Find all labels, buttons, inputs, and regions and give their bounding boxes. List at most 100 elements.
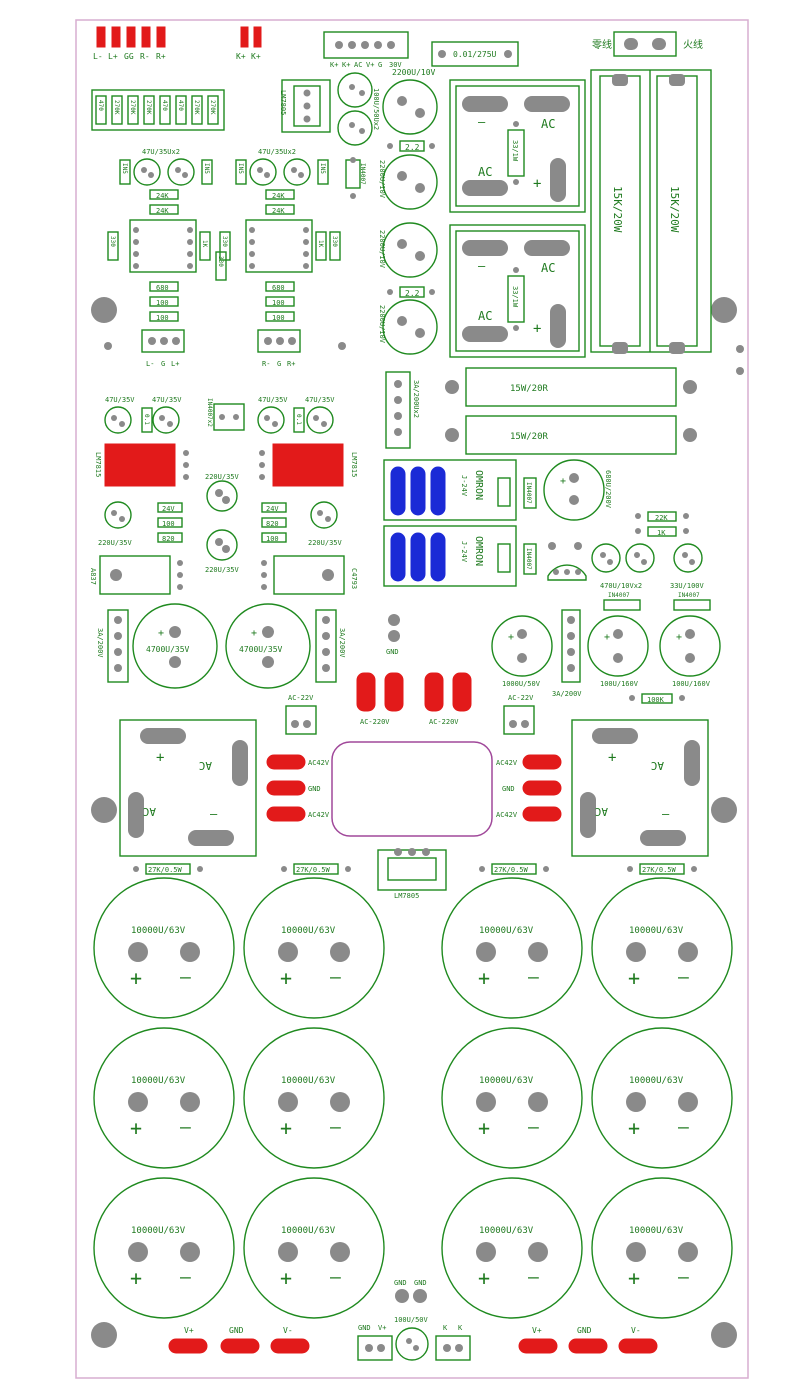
- svg-text:+: +: [280, 1116, 292, 1140]
- svg-text:IN4007: IN4007: [525, 548, 532, 570]
- svg-text:47U/35V: 47U/35V: [152, 396, 182, 404]
- mount-hole: [711, 297, 737, 323]
- svg-text:IN5: IN5: [203, 163, 210, 174]
- resistor-15w-20r-a: 15W/20R: [445, 367, 697, 407]
- svg-text:270K: 270K: [129, 100, 136, 115]
- svg-text:+: +: [533, 321, 541, 337]
- mains-connector: 零线 火线: [592, 31, 703, 57]
- svg-text:—: —: [330, 967, 341, 988]
- svg-text:—: —: [210, 807, 218, 821]
- svg-text:—: —: [478, 115, 486, 129]
- mount-hole: [91, 297, 117, 323]
- svg-text:IN5: IN5: [237, 163, 244, 174]
- svg-text:27K/0.5W: 27K/0.5W: [642, 866, 677, 874]
- svg-text:V+: V+: [532, 1326, 542, 1335]
- mount-hole: [91, 797, 117, 823]
- cap-100u-50v-x2: 100U/50Ux2: [337, 72, 380, 146]
- svg-text:2200U/10V: 2200U/10V: [378, 230, 386, 269]
- transistor-c4793: [273, 555, 345, 595]
- svg-text:3A/200Ux2: 3A/200Ux2: [412, 380, 420, 418]
- resistor-2-2-a: 2.2: [387, 140, 435, 152]
- cap-10000u-r3c3: 10000U/63V+—: [441, 1177, 583, 1319]
- svg-text:—: —: [678, 1267, 689, 1288]
- cap-10000u-r3c1: 10000U/63V+—: [93, 1177, 235, 1319]
- svg-text:AC: AC: [541, 261, 555, 275]
- diodes-in4007-right: IN4007 IN4007: [603, 592, 711, 611]
- svg-text:47U/35Ux2: 47U/35Ux2: [258, 148, 296, 156]
- svg-text:10000U/63V: 10000U/63V: [629, 926, 684, 936]
- resistors-27k: 27K/0.5W 27K/0.5W 27K/0.5W 27K/0.5W: [133, 863, 697, 875]
- svg-text:OMRON: OMRON: [473, 470, 484, 500]
- svg-text:100U/160V: 100U/160V: [672, 680, 711, 688]
- svg-text:470: 470: [161, 100, 168, 111]
- cap-1000u-50v: + 1000U/50V: [491, 615, 553, 688]
- mount-hole: [91, 1322, 117, 1348]
- mount-hole: [711, 797, 737, 823]
- svg-text:LM7805: LM7805: [394, 892, 419, 900]
- svg-text:470: 470: [177, 100, 184, 111]
- svg-text:220U/35V: 220U/35V: [205, 566, 240, 574]
- svg-text:IN5: IN5: [121, 163, 128, 174]
- cap-100u-50v-bottom: 100U/50V: [394, 1316, 429, 1361]
- svg-text:100U/50V: 100U/50V: [394, 1316, 429, 1324]
- svg-text:LM7815: LM7815: [94, 452, 102, 477]
- svg-text:AC42V: AC42V: [308, 811, 330, 819]
- svg-text:15K/20W: 15K/20W: [668, 186, 681, 233]
- diode-3a-200v-right: 3A/200V: [315, 609, 346, 683]
- cap-100u-160v-a: + 100U/160V: [587, 615, 649, 688]
- connector-k-k: K K: [435, 1324, 471, 1361]
- svg-text:K+: K+: [236, 52, 246, 61]
- ac-220v-pads: AC-220V AC-220V: [355, 671, 473, 726]
- svg-text:10000U/63V: 10000U/63V: [281, 1226, 336, 1236]
- label-live: 火线: [683, 38, 703, 51]
- svg-text:0.01/275U: 0.01/275U: [453, 50, 497, 59]
- svg-text:2.2: 2.2: [405, 143, 420, 152]
- svg-text:—: —: [528, 967, 539, 988]
- header-top-left: L- L+ GG R- R+: [93, 25, 167, 61]
- bridge-rectifier-1: 33/1W — AC AC +: [449, 79, 586, 213]
- svg-text:27K/0.5W: 27K/0.5W: [494, 866, 529, 874]
- cap-2200u-10v-a: 2200U/10V: [382, 68, 438, 135]
- svg-text:V+: V+: [184, 1326, 194, 1335]
- svg-text:10000U/63V: 10000U/63V: [281, 1076, 336, 1086]
- svg-text:+: +: [130, 966, 142, 990]
- cap-10000u-r3c2: 10000U/63V+—: [243, 1177, 385, 1319]
- svg-text:15W/20R: 15W/20R: [510, 384, 549, 394]
- svg-text:47U/35V: 47U/35V: [105, 396, 135, 404]
- svg-text:L-: L-: [146, 360, 154, 368]
- svg-text:IN4007: IN4007: [678, 592, 700, 599]
- regulators-right-section: 47U/35V 47U/35V 0.1 LM7815 220U/35V 24V …: [257, 396, 358, 595]
- svg-text:L+: L+: [171, 360, 179, 368]
- svg-text:GND: GND: [577, 1326, 592, 1335]
- board-outline: [75, 19, 749, 1379]
- svg-text:AC-22V: AC-22V: [508, 694, 534, 702]
- svg-text:680: 680: [156, 284, 169, 292]
- svg-text:+: +: [560, 476, 566, 487]
- svg-text:OMRON: OMRON: [473, 536, 484, 566]
- svg-text:+: +: [280, 1266, 292, 1290]
- svg-text:24V: 24V: [266, 505, 279, 513]
- svg-text:220U/35V: 220U/35V: [205, 473, 240, 481]
- svg-text:AC-220V: AC-220V: [360, 718, 390, 726]
- cap-4700u-left: + 4700U/35V: [132, 603, 218, 689]
- svg-text:G: G: [277, 360, 281, 368]
- svg-text:GND: GND: [394, 1279, 407, 1287]
- cap-0-01-275: 0.01/275U: [431, 41, 519, 67]
- label-gg: GG: [124, 52, 134, 61]
- svg-text:+: +: [508, 632, 514, 643]
- svg-text:2200U/10V: 2200U/10V: [378, 305, 386, 344]
- svg-text:K: K: [443, 1324, 448, 1332]
- svg-text:IN4007x2: IN4007x2: [206, 398, 213, 427]
- svg-text:24K: 24K: [272, 192, 285, 200]
- cap-10000u-r2c1: 10000U/63V+—: [93, 1027, 235, 1169]
- resistor-22k-1k: 22K 1K: [635, 511, 689, 537]
- svg-text:270K: 270K: [193, 100, 200, 115]
- regulator-lm7805-top: LM7805: [279, 79, 331, 133]
- svg-text:AC: AC: [478, 309, 492, 323]
- cap-2200u-10v-d: 2200U/10V: [378, 299, 438, 355]
- svg-text:K+: K+: [251, 52, 261, 61]
- svg-text:0.1: 0.1: [143, 414, 150, 425]
- svg-text:100: 100: [266, 535, 279, 543]
- output-terminals-right: V+ GND V-: [517, 1326, 659, 1355]
- svg-text:+: +: [130, 1266, 142, 1290]
